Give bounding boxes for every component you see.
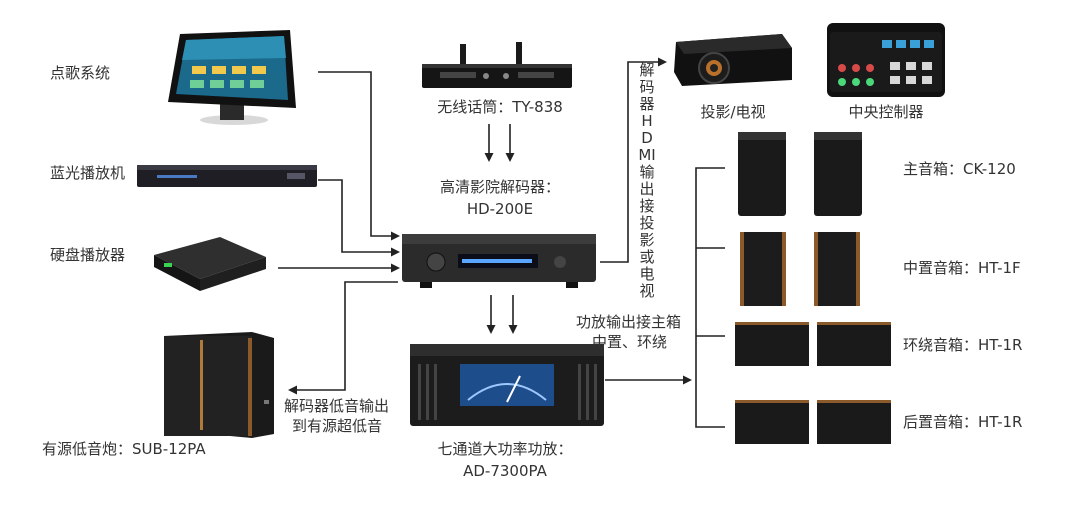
label-decoder-model: HD-200E bbox=[466, 200, 534, 218]
label-projector-tv: 投影/电视 bbox=[700, 103, 766, 121]
subwoofer-icon bbox=[164, 332, 274, 438]
amplifier-icon bbox=[410, 344, 604, 426]
label-subwoofer: 有源低音炮：SUB-12PA bbox=[42, 440, 206, 458]
label-wireless-mic: 无线话筒：TY-838 bbox=[437, 98, 563, 116]
label-main-speaker: 主音箱：CK-120 bbox=[903, 160, 1016, 178]
label-hdmi-output-note: 解码器HDMI输出接投影或电视 bbox=[638, 61, 656, 300]
label-central-controller: 中央控制器 bbox=[848, 103, 924, 121]
label-sub-note-1: 解码器低音输出 bbox=[284, 397, 390, 415]
arrow-song-to-decoder bbox=[318, 71, 400, 241]
label-song-system: 点歌系统 bbox=[50, 64, 111, 82]
label-decoder-title: 高清影院解码器： bbox=[439, 178, 560, 196]
label-sub-note-2: 到有源超低音 bbox=[292, 417, 383, 435]
tablet-icon bbox=[168, 30, 296, 125]
label-amp-output-note-2: 中置、环绕 bbox=[592, 333, 668, 351]
label-hdd-player: 硬盘播放器 bbox=[50, 246, 126, 264]
label-center-speaker: 中置音箱：HT-1F bbox=[903, 259, 1021, 277]
central-controller-icon bbox=[827, 23, 945, 97]
label-rear-speaker: 后置音箱：HT-1R bbox=[903, 413, 1023, 431]
speaker-bracket bbox=[695, 167, 725, 428]
arrow-hdmi-to-projector bbox=[600, 57, 667, 263]
label-surround-speaker: 环绕音箱：HT-1R bbox=[903, 336, 1023, 354]
label-bluray-player: 蓝光播放机 bbox=[50, 164, 126, 182]
label-amp-model: AD-7300PA bbox=[463, 462, 547, 480]
hdd-player-icon bbox=[154, 237, 266, 291]
projector-icon bbox=[674, 34, 792, 86]
decoder-device-icon bbox=[402, 234, 596, 288]
main-speakers-icon bbox=[738, 132, 862, 216]
label-amp-title: 七通道大功率功放： bbox=[437, 440, 573, 458]
label-amp-output-note-1: 功放输出接主箱 bbox=[576, 313, 682, 331]
wireless-mic-icon bbox=[422, 42, 572, 88]
arrow-bluray-to-decoder bbox=[318, 179, 400, 257]
arrow-decoder-to-sub bbox=[288, 281, 398, 395]
bluray-player-icon bbox=[137, 165, 317, 187]
rear-speakers-icon bbox=[735, 400, 891, 444]
surround-speakers-icon bbox=[735, 322, 891, 366]
center-speakers-icon bbox=[740, 232, 860, 306]
